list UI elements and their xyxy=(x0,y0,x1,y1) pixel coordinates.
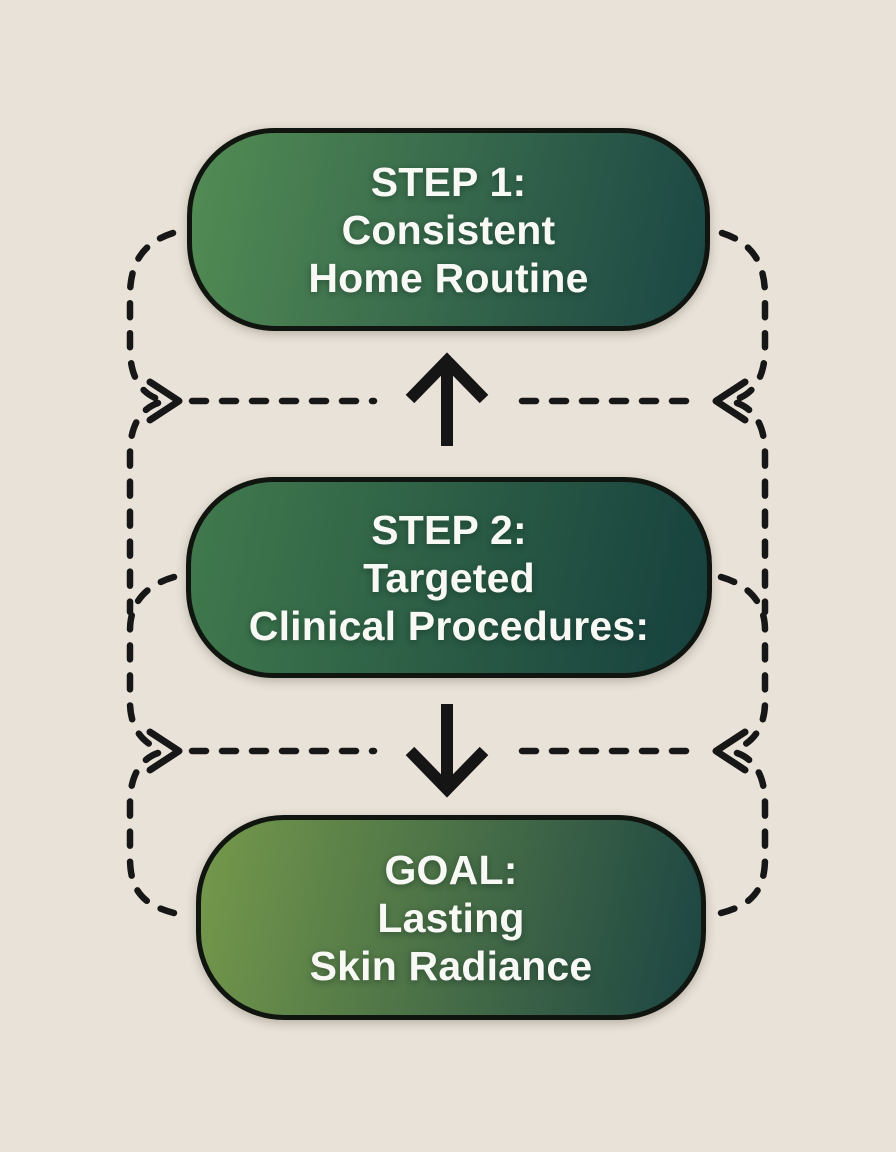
chevron-left-icon xyxy=(712,728,749,774)
dashed-horizontal-lines xyxy=(188,397,706,755)
dashed-curve-junction2-to-box3-right xyxy=(717,749,769,917)
chevron-right-icon xyxy=(146,728,183,774)
node-step-1: STEP 1: Consistent Home Routine xyxy=(187,128,710,331)
node-step-1-line3: Home Routine xyxy=(308,254,589,301)
dashed-curve-junction1-down-left xyxy=(126,399,162,616)
node-step-2: STEP 2: Targeted Clinical Procedures: xyxy=(186,477,712,678)
node-goal-line2: Lasting xyxy=(377,894,525,941)
dashed-curve-junction1-down-right xyxy=(733,399,769,616)
dashed-rail-right xyxy=(717,229,769,917)
node-goal-line3: Skin Radiance xyxy=(309,942,593,989)
chevron-right-icon xyxy=(146,378,183,424)
down-arrow-head xyxy=(405,746,489,798)
dashed-curve-box2-to-junction2-right xyxy=(717,573,769,752)
dashed-curve-junction2-to-box3-left xyxy=(126,749,178,917)
dashed-curve-box1-to-junction1-right xyxy=(718,229,769,403)
node-step-2-line3: Clinical Procedures: xyxy=(248,602,650,649)
dashed-junction-chevrons xyxy=(146,378,749,774)
up-arrow-icon xyxy=(405,352,489,446)
dashed-curve-box1-to-junction1-left xyxy=(126,229,177,403)
up-arrow-head xyxy=(405,352,489,404)
node-step-2-line2: Targeted xyxy=(363,554,535,601)
node-goal-title: GOAL: xyxy=(384,846,518,893)
dashed-curve-box2-to-junction2-left xyxy=(126,573,178,752)
chevron-left-icon xyxy=(712,378,749,424)
node-step-2-title: STEP 2: xyxy=(371,506,527,553)
down-arrow-icon xyxy=(405,704,489,798)
node-step-1-line2: Consistent xyxy=(341,206,556,253)
node-goal: GOAL: Lasting Skin Radiance xyxy=(196,815,706,1020)
dashed-rail-left xyxy=(126,229,178,917)
node-step-1-title: STEP 1: xyxy=(370,158,527,205)
